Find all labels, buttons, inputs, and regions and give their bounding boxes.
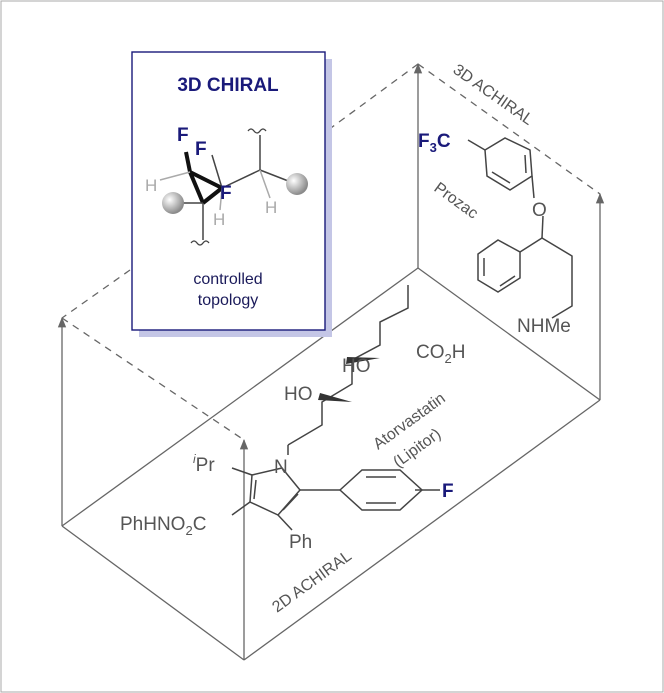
fluoro-chain-structure (159, 128, 308, 246)
prozac-cf3: F3C (418, 131, 451, 155)
top-right-dashed (417, 63, 601, 195)
atorvastatin-ho-1: HO (284, 384, 313, 405)
floor-front-edge (243, 399, 601, 661)
atorvastatin-fluorine: F (442, 481, 454, 502)
prozac-nhme: NHMe (517, 316, 571, 337)
fluorine-3: F (220, 183, 232, 204)
hydrogen-3: H (265, 198, 277, 217)
floor-right-edge (417, 267, 601, 401)
fluorine-2: F (195, 139, 207, 160)
caption-line-2: topology (198, 292, 259, 309)
left-sphere (162, 192, 184, 214)
atorvastatin-nitrogen: N (274, 457, 288, 478)
frame-lines (57, 62, 605, 661)
right-sphere (286, 173, 308, 195)
hydrogen-2: H (213, 210, 225, 229)
chiral-box: 3D CHIRAL F F F H H H (131, 51, 332, 337)
atorvastatin-phenyl: Ph (289, 532, 312, 553)
floor-left-edge (61, 525, 245, 661)
top-left-dashed (61, 269, 131, 319)
prozac-oxygen: O (532, 200, 547, 221)
atorvastatin-ipr: iPr (193, 452, 215, 476)
floor-back-edge (61, 267, 419, 527)
label-prozac: Prozac (431, 179, 481, 222)
hydrogen-1: H (145, 176, 157, 195)
fluorine-1: F (177, 125, 189, 146)
atorvastatin-amide: PhHNO2C (120, 514, 206, 538)
prozac-structure (467, 137, 573, 319)
caption-line-1: controlled (193, 271, 262, 288)
atorvastatin-structure (231, 285, 440, 531)
atorvastatin-co2h: CO2H (416, 342, 465, 366)
label-2d-achiral: 2D ACHIRAL (269, 548, 355, 617)
top-front-dashed (61, 317, 245, 441)
box-title: 3D CHIRAL (177, 75, 279, 96)
atorvastatin-ho-2: HO (342, 356, 371, 377)
